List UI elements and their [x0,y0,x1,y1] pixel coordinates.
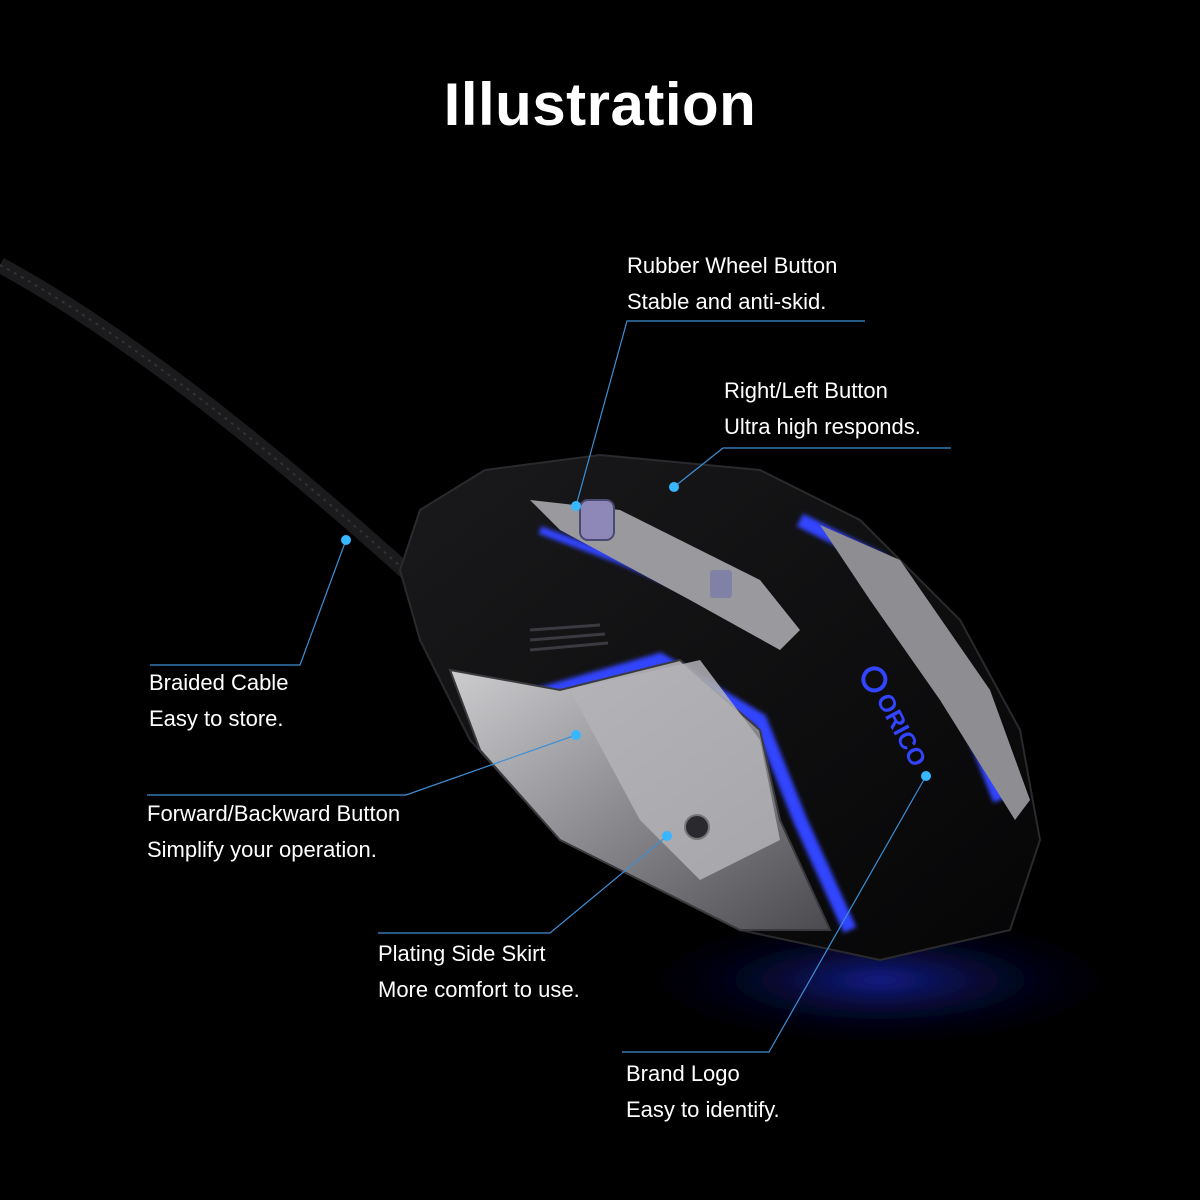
callout-line-wheel [575,320,865,507]
callout-title: Rubber Wheel Button [627,253,838,278]
callout-forward-backward: Forward/Backward Button Simplify your op… [147,796,400,868]
callout-line-fb [147,734,577,796]
braided-cable [0,257,416,581]
callout-dot-rl [669,482,679,492]
callout-dot-logo [921,771,931,781]
callout-title: Braided Cable [149,670,289,695]
callout-lines [147,320,951,1053]
scroll-wheel [579,499,615,541]
callout-desc: Simplify your operation. [147,837,377,862]
callout-wheel: Rubber Wheel Button Stable and anti-skid… [627,248,837,320]
callout-title: Right/Left Button [724,378,888,403]
callout-line-cable [150,539,347,666]
callout-desc: Ultra high responds. [724,414,921,439]
callout-dot-wheel [571,501,581,511]
callout-side-skirt: Plating Side Skirt More comfort to use. [378,936,580,1008]
callout-dot-cable [341,535,351,545]
callout-desc: More comfort to use. [378,977,580,1002]
callout-dot-skirt [662,831,672,841]
callout-line-rl [673,447,951,488]
callout-line-logo [622,775,927,1053]
callout-brand-logo: Brand Logo Easy to identify. [626,1056,780,1128]
page-title: Illustration [443,71,757,138]
callout-title: Brand Logo [626,1061,740,1086]
callout-title: Forward/Backward Button [147,801,401,826]
callout-title: Plating Side Skirt [378,941,546,966]
callout-desc: Easy to store. [149,706,284,731]
callout-dot-fb [571,730,581,740]
callout-right-left: Right/Left Button Ultra high responds. [724,373,921,445]
callout-desc: Easy to identify. [626,1097,780,1122]
callout-line-skirt [378,835,668,934]
callout-cable: Braided Cable Easy to store. [149,665,288,737]
callout-desc: Stable and anti-skid. [627,289,827,314]
